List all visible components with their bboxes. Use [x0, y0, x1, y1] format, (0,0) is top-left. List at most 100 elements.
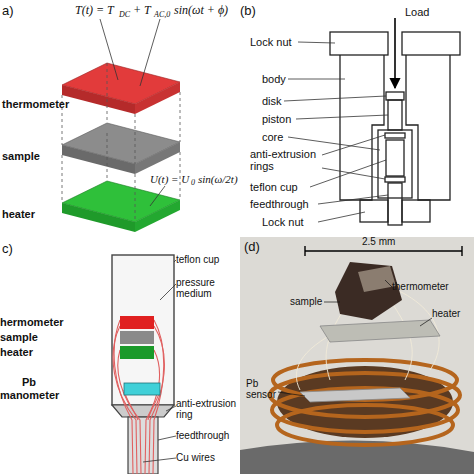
layer-label: sample — [0, 331, 38, 343]
leader-line — [318, 212, 365, 222]
sample-slab — [62, 145, 135, 174]
leader-line — [310, 160, 386, 187]
leader-line — [166, 406, 176, 411]
ring-shape — [385, 177, 405, 182]
part-label: teflon cup — [176, 254, 219, 265]
part-label: core — [262, 131, 283, 143]
wire — [390, 300, 412, 380]
guide-line — [135, 174, 136, 222]
ring-shape — [385, 133, 405, 138]
formula-subscript: AC,0 — [154, 11, 170, 20]
load-arrow — [394, 18, 396, 88]
formula-text: U(t) = U — [150, 173, 189, 185]
layer-label: sample — [2, 150, 40, 162]
formula-text: T(t) = T — [75, 4, 114, 17]
leader-line — [322, 135, 385, 155]
panel-label: (d) — [244, 240, 260, 254]
layer-label: hermometer — [0, 316, 64, 328]
leader-line — [100, 19, 118, 80]
leader-line — [318, 195, 388, 204]
heater-slab — [62, 203, 135, 232]
part-label: teflon cup — [250, 181, 298, 193]
lock-nut-shape — [402, 200, 430, 222]
lock-nut-shape — [360, 200, 388, 222]
layer-label: heater — [0, 346, 33, 358]
layer-label: heater — [2, 208, 35, 220]
disk-shape — [386, 92, 404, 100]
force-label: Load — [405, 6, 429, 18]
photo-label: sample — [290, 296, 322, 307]
wire — [145, 350, 160, 474]
panel-c — [112, 255, 176, 474]
leader-line — [174, 260, 176, 262]
formula-text: sin(ω/2t) — [198, 173, 238, 185]
part-label: disk — [262, 95, 282, 107]
layer-label: thermometer — [2, 98, 69, 110]
ring-shape — [112, 405, 174, 417]
guide-line — [180, 92, 181, 142]
teflon-cup-shape — [112, 255, 174, 405]
copper-coil — [277, 405, 453, 445]
part-label: Lock nut — [262, 216, 304, 228]
heater-slab — [135, 200, 180, 232]
part-label: piston — [262, 113, 291, 125]
leader-line — [140, 19, 160, 86]
leader-line — [150, 186, 165, 206]
photo-label: heater — [432, 308, 460, 319]
part-label: Cu wires — [176, 452, 215, 463]
leader-line — [385, 280, 392, 287]
part-label: feedthrough — [250, 198, 309, 210]
sample-block — [120, 331, 154, 344]
core-shape — [378, 130, 412, 198]
sample-crystal — [335, 262, 402, 320]
feedthrough-shape — [388, 183, 402, 225]
layer-label: Pb — [22, 376, 36, 388]
wire — [118, 350, 141, 474]
photo-background — [240, 237, 474, 474]
heater-block — [120, 346, 154, 359]
leader-line — [158, 436, 176, 440]
guide-line — [107, 63, 108, 123]
scale-bar — [304, 246, 305, 256]
photo-label: Pb sensor — [246, 378, 278, 400]
leader-line — [278, 392, 305, 396]
manometer-block — [124, 383, 160, 395]
thermometer-slab — [62, 85, 135, 114]
panel-b — [284, 18, 460, 225]
panel-label: (b) — [240, 4, 256, 18]
lock-nut-shape — [402, 32, 460, 55]
formula-subscript: DC — [119, 11, 130, 20]
part-label: anti-extrusion ring — [176, 398, 238, 420]
leader-line — [284, 96, 386, 101]
heater-plate — [320, 320, 440, 342]
leader-line — [296, 115, 388, 119]
part-label: pressure medium — [176, 277, 234, 299]
leader-line — [322, 168, 385, 179]
guide-line — [62, 155, 63, 203]
leader-line — [143, 458, 176, 462]
leader-line — [298, 42, 335, 43]
panel-label: c) — [2, 242, 13, 256]
formula-subscript: 0 — [191, 179, 195, 188]
scale-bar — [305, 250, 462, 251]
wire — [153, 320, 164, 474]
leader-line — [420, 318, 432, 326]
formula-text: sin(ωt + ϕ) — [174, 4, 228, 17]
leader-line — [324, 302, 340, 303]
sample-slab — [135, 142, 180, 174]
scale-label: 2.5 mm — [362, 236, 395, 247]
part-label: anti-extrusion rings — [250, 148, 322, 172]
formula-text: + T — [133, 4, 151, 17]
photo-label: thermometer — [392, 281, 449, 292]
panel-d — [240, 237, 474, 474]
scale-bar — [461, 246, 462, 256]
teflon-cup-shape — [386, 140, 404, 176]
piston-shape — [388, 100, 402, 130]
part-label: feedthrough — [176, 430, 229, 441]
layer-label: manometer — [0, 389, 59, 401]
thermometer-block — [120, 316, 154, 329]
part-label: body — [262, 73, 286, 85]
guide-line — [135, 114, 136, 164]
guide-line — [107, 133, 108, 181]
